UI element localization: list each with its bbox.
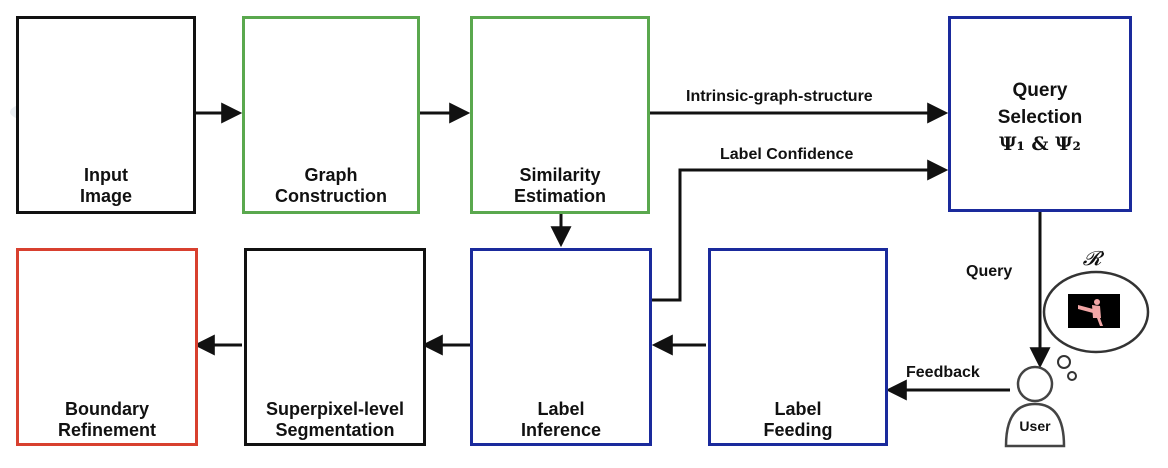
input-image-caption: Input Image — [79, 165, 133, 206]
feedback-label: Feedback — [906, 364, 980, 381]
arrow-label-confidence — [650, 159, 949, 302]
input-image-box: Input Image — [16, 16, 196, 214]
graph-construction-caption: Graph Construction — [275, 165, 387, 206]
psi-symbols: Ψ₁ & Ψ₂ — [999, 133, 1081, 155]
intrinsic-graph-structure-label: Intrinsic-graph-structure — [686, 88, 873, 105]
boundary-refinement-box: Boundary Refinement — [16, 248, 198, 446]
superpixel-segmentation-caption: Superpixel-level Segmentation — [265, 399, 405, 440]
label-confidence-label: Label Confidence — [720, 146, 854, 163]
query-selection-caption: Query Selection Ψ₁ & Ψ₂ — [951, 77, 1129, 158]
label-inference-caption: Label Inference — [520, 399, 602, 440]
flow-arrows — [193, 102, 1051, 401]
similarity-estimation-caption: Similarity Estimation — [513, 165, 606, 206]
thought-bubble: 𝓡 — [1042, 248, 1150, 381]
superpixel-segmentation-box: Superpixel-level Segmentation — [244, 248, 426, 446]
query-selection-box: Query Selection Ψ₁ & Ψ₂ — [948, 16, 1132, 212]
query-label: Query — [966, 263, 1013, 280]
label-inference-box: Label Inference — [470, 248, 652, 446]
ranking-symbol: 𝓡 — [1083, 248, 1105, 270]
graph-construction-box: Graph Construction — [242, 16, 420, 214]
similarity-estimation-box: Similarity Estimation — [470, 16, 650, 214]
boundary-refinement-caption: Boundary Refinement — [57, 399, 156, 440]
label-feeding-caption: Label Feeding — [763, 399, 833, 440]
label-feeding-box: Label Feeding — [708, 248, 888, 446]
user-label: User — [1019, 418, 1051, 434]
user-icon: User — [1004, 365, 1066, 448]
